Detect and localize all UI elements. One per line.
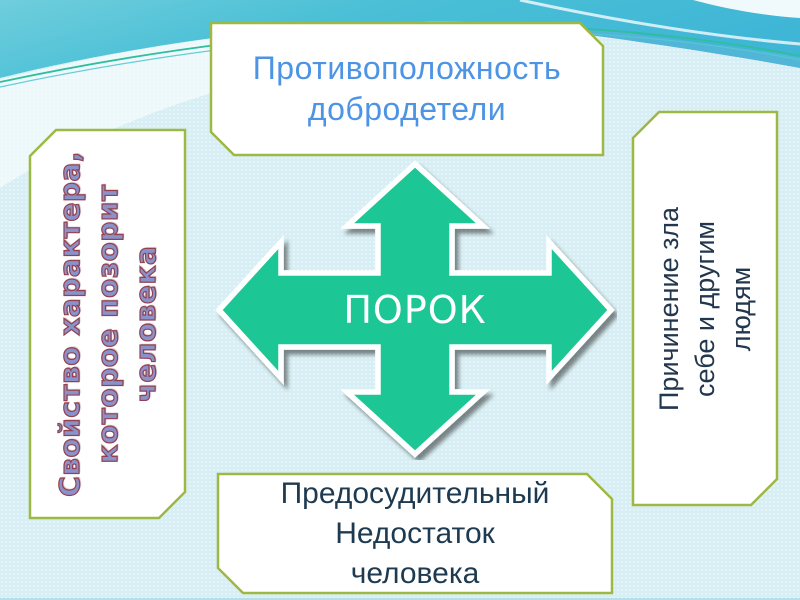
left-callout-shape xyxy=(28,128,187,520)
bottom-callout-shape xyxy=(216,472,614,595)
right-callout-text: Причинение зла себе и другим людям xyxy=(633,112,777,505)
left-callout-line: Свойство характера, xyxy=(52,150,86,497)
bottom-callout: Предосудительный Недостаток человека xyxy=(216,472,614,595)
left-callout-text: Свойство характера, которое позорит чело… xyxy=(30,130,185,518)
top-callout-shape xyxy=(209,21,605,157)
left-callout-line: человека xyxy=(128,245,162,403)
right-callout-line: себе и другим xyxy=(690,220,720,397)
bottom-callout-line: человека xyxy=(350,556,480,590)
right-callout-line: Причинение зла xyxy=(654,206,684,411)
vice-label: ПОРОК xyxy=(343,288,486,332)
bottom-callout-text: Предосудительный Недостаток человека xyxy=(218,474,612,593)
left-callout: Свойство характера, которое позорит чело… xyxy=(28,128,187,520)
top-callout-line: Противоположность xyxy=(252,50,562,86)
vice-cross-arrow: ПОРОК xyxy=(215,160,615,458)
top-callout-text: Противоположность добродетели xyxy=(211,23,603,155)
top-callout: Противоположность добродетели xyxy=(209,21,605,157)
slide-bottom-edge xyxy=(0,598,800,600)
top-callout-line: добродетели xyxy=(307,91,507,127)
bottom-callout-line: Предосудительный xyxy=(280,476,550,510)
right-callout-shape xyxy=(631,110,779,507)
right-callout-line: людям xyxy=(726,266,756,351)
bottom-callout-line: Недостаток xyxy=(335,516,495,550)
right-callout: Причинение зла себе и другим людям xyxy=(631,110,779,507)
left-callout-line: которое позорит xyxy=(90,184,124,464)
